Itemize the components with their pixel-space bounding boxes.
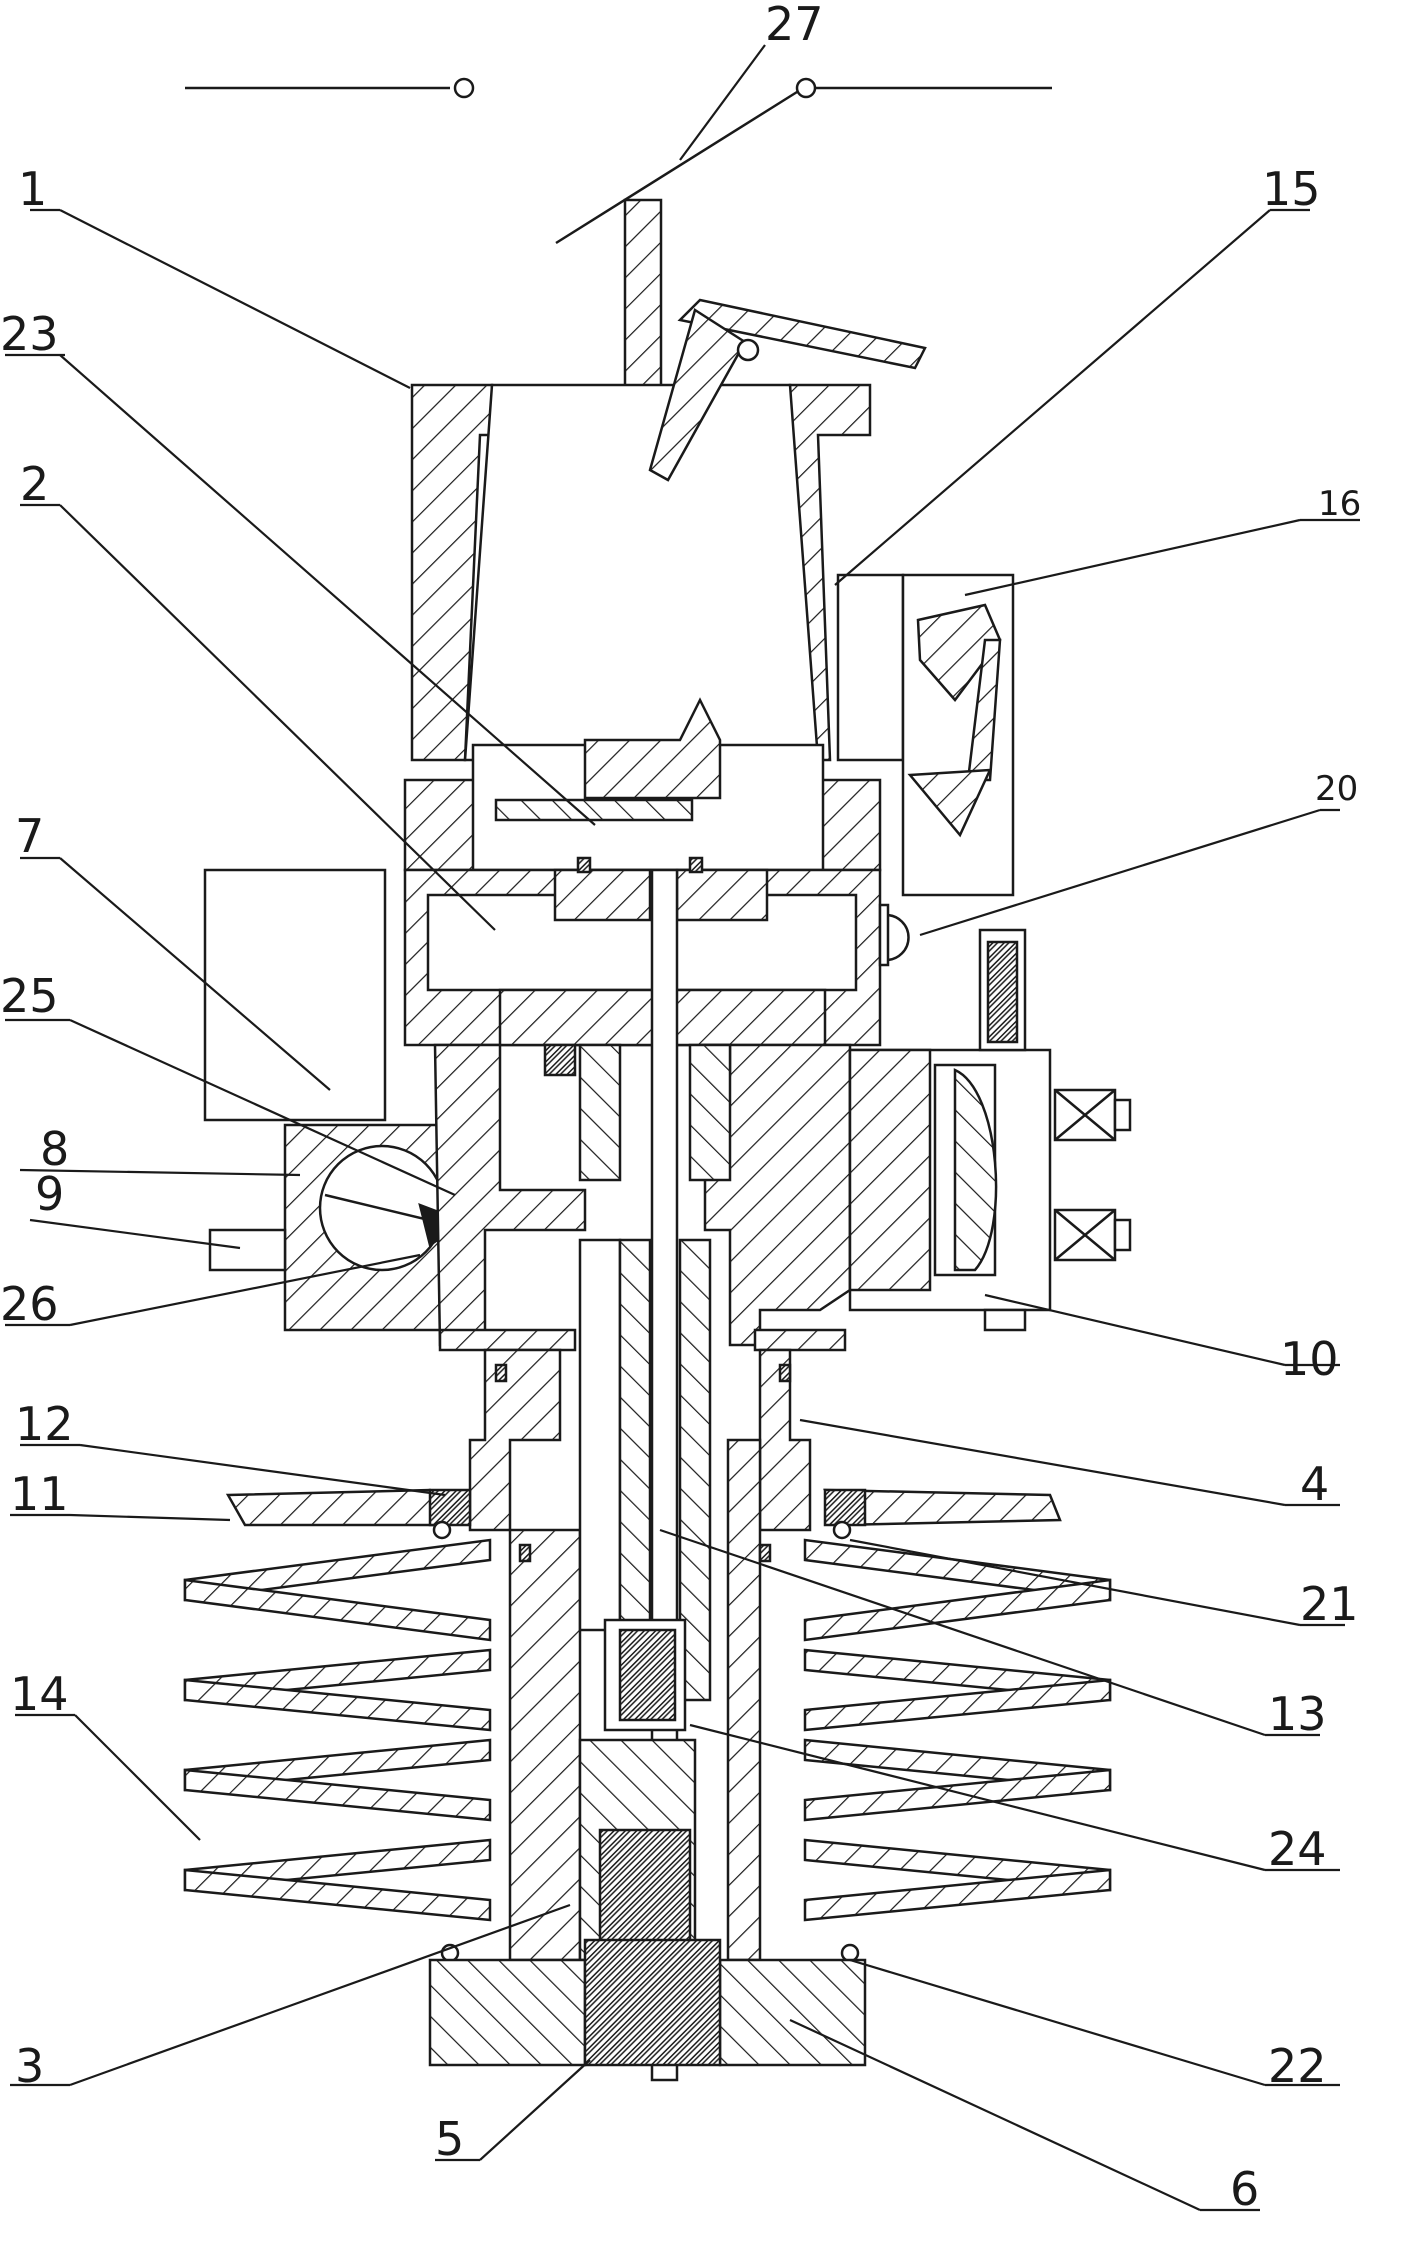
upper-housing xyxy=(405,385,880,900)
callout-6: 6 xyxy=(1230,2162,1259,2216)
callout-20: 20 xyxy=(1315,769,1358,809)
callout-11: 11 xyxy=(10,1467,69,1521)
callout-16: 16 xyxy=(1318,484,1361,524)
callout-25: 25 xyxy=(0,969,59,1023)
valve-body xyxy=(210,1125,465,1330)
solenoid-block xyxy=(850,930,1130,1330)
callout-1: 1 xyxy=(18,162,47,216)
base-block xyxy=(430,1940,865,2065)
callout-7: 7 xyxy=(15,809,44,863)
callout-23: 23 xyxy=(0,307,59,361)
callout-22: 22 xyxy=(1268,2039,1327,2093)
callout-12: 12 xyxy=(15,1397,74,1451)
callout-27: 27 xyxy=(765,0,824,51)
callout-3: 3 xyxy=(15,2039,44,2093)
control-box xyxy=(205,870,385,1120)
callout-5: 5 xyxy=(435,2112,464,2166)
callout-13: 13 xyxy=(1268,1687,1327,1741)
switch-contacts xyxy=(185,79,1052,243)
callout-9: 9 xyxy=(35,1167,64,1221)
callout-24: 24 xyxy=(1268,1822,1327,1876)
callout-14: 14 xyxy=(10,1667,69,1721)
callout-10: 10 xyxy=(1280,1332,1339,1386)
callout-4: 4 xyxy=(1300,1457,1329,1511)
callout-21: 21 xyxy=(1300,1577,1359,1631)
callout-15: 15 xyxy=(1262,162,1321,216)
callout-26: 26 xyxy=(0,1277,59,1331)
callout-2: 2 xyxy=(20,457,49,511)
